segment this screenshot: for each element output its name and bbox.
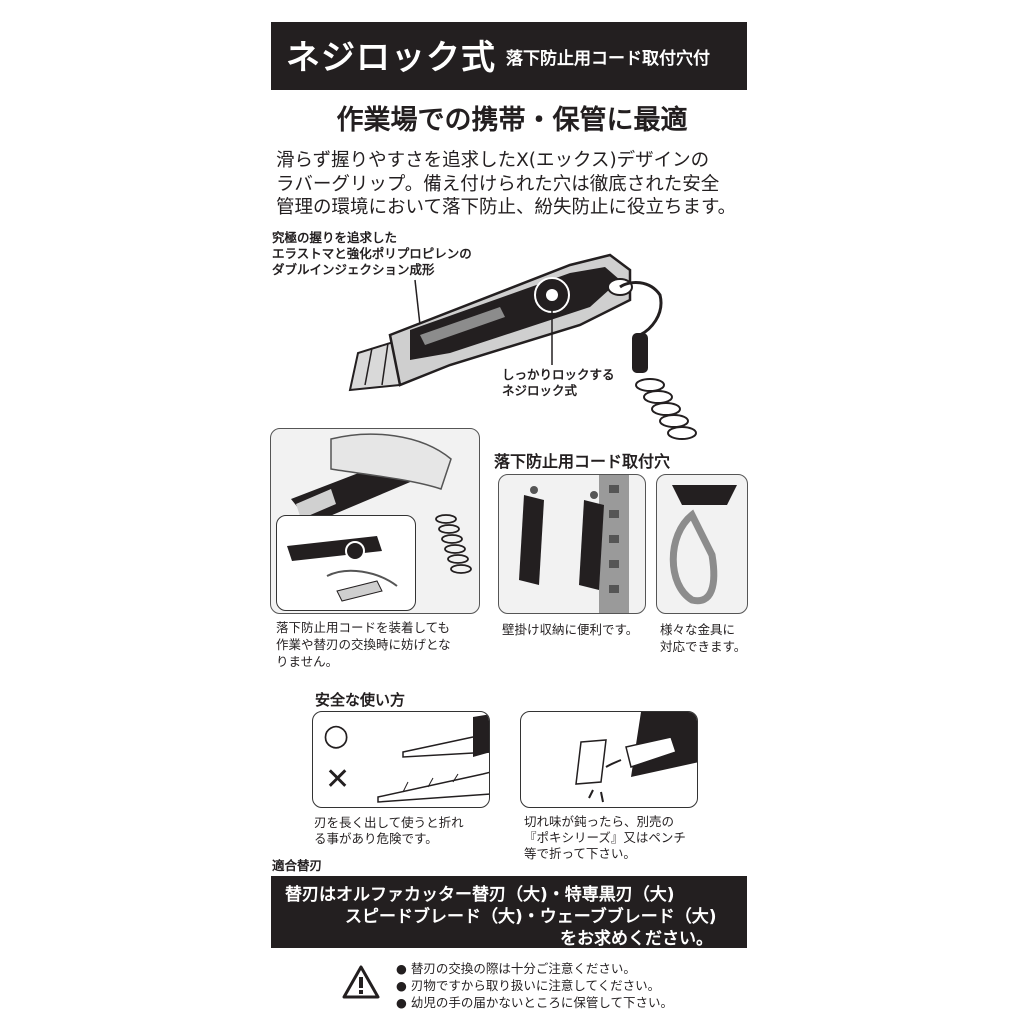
ng-symbol: ✕ [325, 762, 351, 797]
safety-right-caption-1: 切れ味が鈍ったら、別売の [524, 814, 675, 829]
blades-band [271, 876, 747, 948]
blades-line-1: 替刃はオルファカッター替刃（大)・特専黒刃（大) [285, 885, 675, 905]
intro-line-1: 滑らず握りやすさを追求したX(エックス)デザインの [276, 150, 710, 171]
grip-note-2: エラストマと強化ポリプロピレンの [272, 246, 472, 261]
caption-cord-use-3: りません。 [276, 654, 339, 669]
photo-carabiner [656, 474, 748, 614]
blades-line-2: スピードブレード（大)・ウェーブブレード（大) [345, 907, 717, 927]
header-band [271, 22, 747, 90]
lock-note-2: ネジロック式 [502, 383, 578, 398]
ok-symbol: ○ [323, 718, 350, 753]
safety-right-caption-3: 等で折って下さい。 [524, 846, 636, 861]
warning-line-3: ● 幼児の手の届かないところに保管して下さい。 [396, 995, 674, 1010]
safety-heading: 安全な使い方 [315, 691, 406, 709]
safety-left-caption-2: る事があり危険です。 [314, 831, 438, 846]
caption-fittings-1: 様々な金具に [660, 622, 736, 637]
grip-note-1: 究極の握りを追求した [272, 230, 398, 245]
warning-line-1: ● 替刃の交換の際は十分ご注意ください。 [396, 961, 636, 976]
headline: 作業場での携帯・保管に最適 [336, 105, 688, 136]
lock-note-1: しっかりロックする [502, 367, 615, 382]
safety-frame-left: ○ ✕ [312, 711, 490, 808]
safety-left-caption-1: 刃を長く出して使うと折れ [314, 815, 464, 830]
blades-line-3: をお求めください。 [560, 929, 713, 949]
blades-label: 適合替刃 [272, 858, 323, 873]
warning-triangle-icon [342, 965, 380, 999]
caption-wall: 壁掛け収納に便利です。 [502, 622, 639, 637]
cutter-illustration [348, 253, 697, 440]
caption-cord-use-2: 作業や替刃の交換時に妨げとな [276, 637, 451, 652]
safety-right-caption-2: 『ポキシリーズ』又はペンチ [524, 830, 686, 845]
grip-note-3: ダブルインジェクション成形 [272, 262, 435, 277]
safety-frame-right [520, 711, 698, 808]
intro-line-2: ラバーグリップ。備え付けられた穴は徹底された安全 [276, 174, 720, 195]
caption-cord-use-1: 落下防止用コードを装着しても [276, 620, 451, 635]
header-subtitle: 落下防止用コード取付穴付 [506, 49, 710, 69]
cord-hole-heading: 落下防止用コード取付穴 [494, 452, 671, 471]
inset-blade-change [276, 515, 416, 611]
intro-line-3: 管理の環境において落下防止、紛失防止に役立ちます。 [276, 197, 737, 218]
caption-fittings-2: 対応できます。 [660, 639, 747, 654]
photo-wall-mounted [498, 474, 646, 614]
header-title: ネジロック式 [286, 38, 496, 78]
warning-line-2: ● 刃物ですから取り扱いに注意してください。 [396, 978, 661, 993]
